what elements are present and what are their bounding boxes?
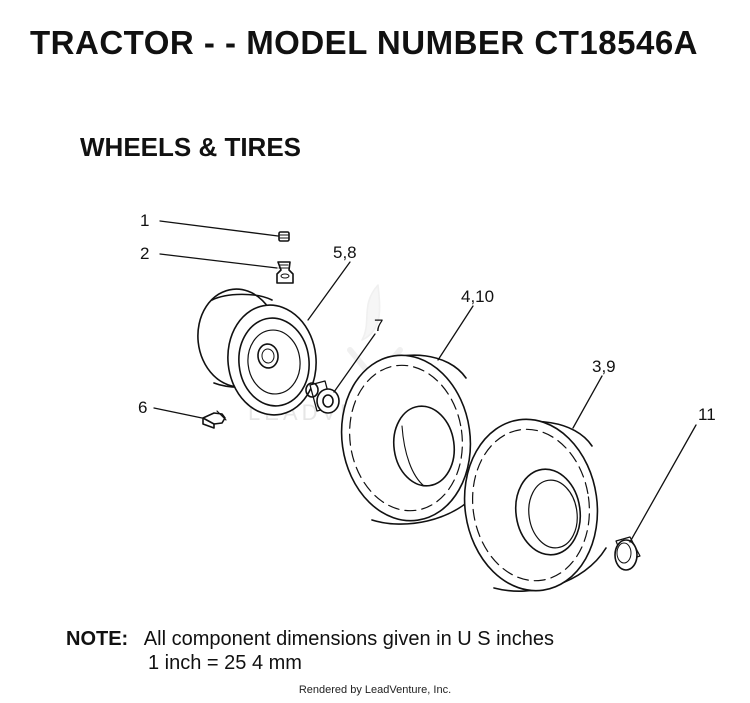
page-title: TRACTOR - - MODEL NUMBER CT18546A [30, 24, 699, 61]
part-valve-stem [276, 261, 294, 284]
note-line-1: All component dimensions given in U S in… [143, 628, 554, 650]
section-title: WHEELS & TIRES [80, 132, 302, 162]
part-grease-fitting [202, 410, 227, 429]
callout-2: 2 [140, 244, 149, 263]
leader-lines [153, 220, 697, 543]
callout-4-10: 4,10 [461, 287, 494, 306]
callout-7: 7 [374, 316, 383, 335]
callout-3-9: 3,9 [592, 357, 616, 376]
callout-11: 11 [698, 405, 716, 424]
part-bushing [305, 380, 340, 414]
note-line-2: 1 inch = 25 4 mm [148, 652, 302, 674]
part-valve-cap [278, 231, 290, 242]
note-label: NOTE: [66, 628, 129, 650]
callout-6: 6 [138, 398, 147, 417]
part-tire-inner [340, 354, 479, 525]
part-tire-outer [463, 418, 607, 592]
dimension-note: NOTE: All component dimensions given in … [66, 627, 554, 675]
part-bearing [614, 536, 641, 571]
callout-5-8: 5,8 [333, 243, 357, 262]
render-credit: Rendered by LeadVenture, Inc. [298, 684, 452, 696]
callout-1: 1 [140, 211, 149, 230]
part-wheel-rim [197, 288, 317, 416]
